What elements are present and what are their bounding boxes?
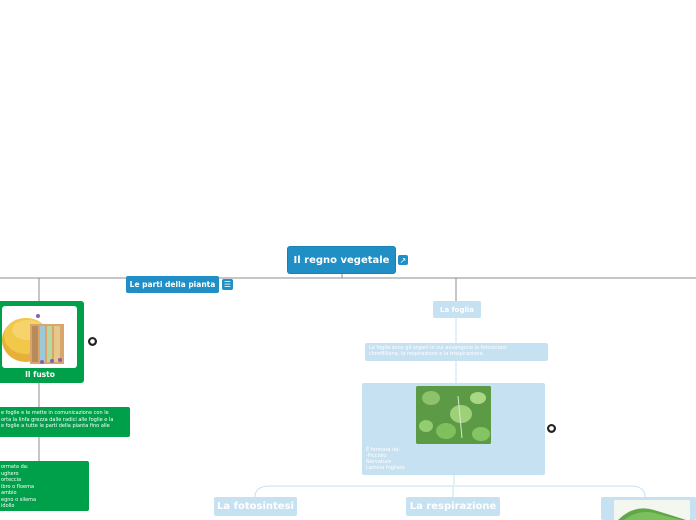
plant-diagram-image bbox=[614, 500, 690, 520]
root-title: Il regno vegetale bbox=[293, 254, 390, 266]
foglia-desc-line: Le foglie sono gli organi in cui avvengo… bbox=[369, 345, 507, 351]
fusto-parts[interactable]: ormata da: ughero orteccia ibro o floema… bbox=[0, 461, 89, 511]
root-topic[interactable]: Il regno vegetale bbox=[288, 247, 395, 273]
topic-respirazione[interactable]: La respirazione bbox=[406, 497, 500, 516]
fusto-label: Il fusto bbox=[25, 370, 55, 379]
foglia-part-line: Lamina fogliare bbox=[366, 465, 405, 471]
leaf-photo-image bbox=[416, 386, 491, 444]
fusto-description[interactable]: e foglie e le mette in comunicazione con… bbox=[0, 407, 130, 437]
link-icon[interactable]: ● bbox=[88, 337, 97, 346]
foglia-description[interactable]: Le foglie sono gli organi in cui avvengo… bbox=[365, 343, 548, 361]
foglia-part-line: È formata da: bbox=[366, 447, 401, 453]
stem-cross-section-image bbox=[2, 306, 77, 368]
fusto-desc-line: e foglie a tutte le parti della pianta f… bbox=[1, 423, 110, 429]
external-link-icon[interactable]: ↗ bbox=[398, 255, 408, 265]
fusto-part-line: egno o silema bbox=[1, 496, 37, 503]
fusto-part-line: idollo bbox=[1, 503, 15, 509]
foglia-part-line: Nervature bbox=[366, 459, 392, 465]
fusto-part-line: ambio bbox=[1, 490, 17, 496]
foglia-label: La foglia bbox=[439, 305, 474, 314]
respirazione-label: La respirazione bbox=[409, 501, 497, 512]
fusto-part-line: ughero bbox=[1, 470, 19, 477]
fusto-part-line: ormata da: bbox=[1, 464, 29, 470]
fusto-desc-line: orta la linfa grezza dalle radici alle f… bbox=[1, 416, 114, 423]
topic-parti-della-pianta[interactable]: Le parti della pianta bbox=[126, 276, 219, 293]
parti-label: Le parti della pianta bbox=[129, 280, 216, 289]
link-icon[interactable]: ● bbox=[547, 424, 556, 433]
fotosintesi-label: La fotosintesi bbox=[217, 501, 294, 512]
notes-icon[interactable]: ☰ bbox=[222, 279, 233, 290]
topic-fotosintesi[interactable]: La fotosintesi bbox=[214, 497, 297, 516]
foglia-desc-line: clorofilliana, la respirazione e la tras… bbox=[369, 351, 485, 357]
fusto-desc-line: e foglie e le mette in comunicazione con… bbox=[1, 410, 109, 416]
fusto-part-line: ibro o floema bbox=[1, 483, 35, 490]
fusto-part-line: orteccia bbox=[1, 477, 22, 483]
foglia-parts: È formata da: -Picciolo Nervature Lamina… bbox=[366, 447, 405, 471]
foglia-part-line: -Picciolo bbox=[366, 453, 387, 459]
topic-foglia[interactable]: La foglia bbox=[433, 301, 481, 318]
